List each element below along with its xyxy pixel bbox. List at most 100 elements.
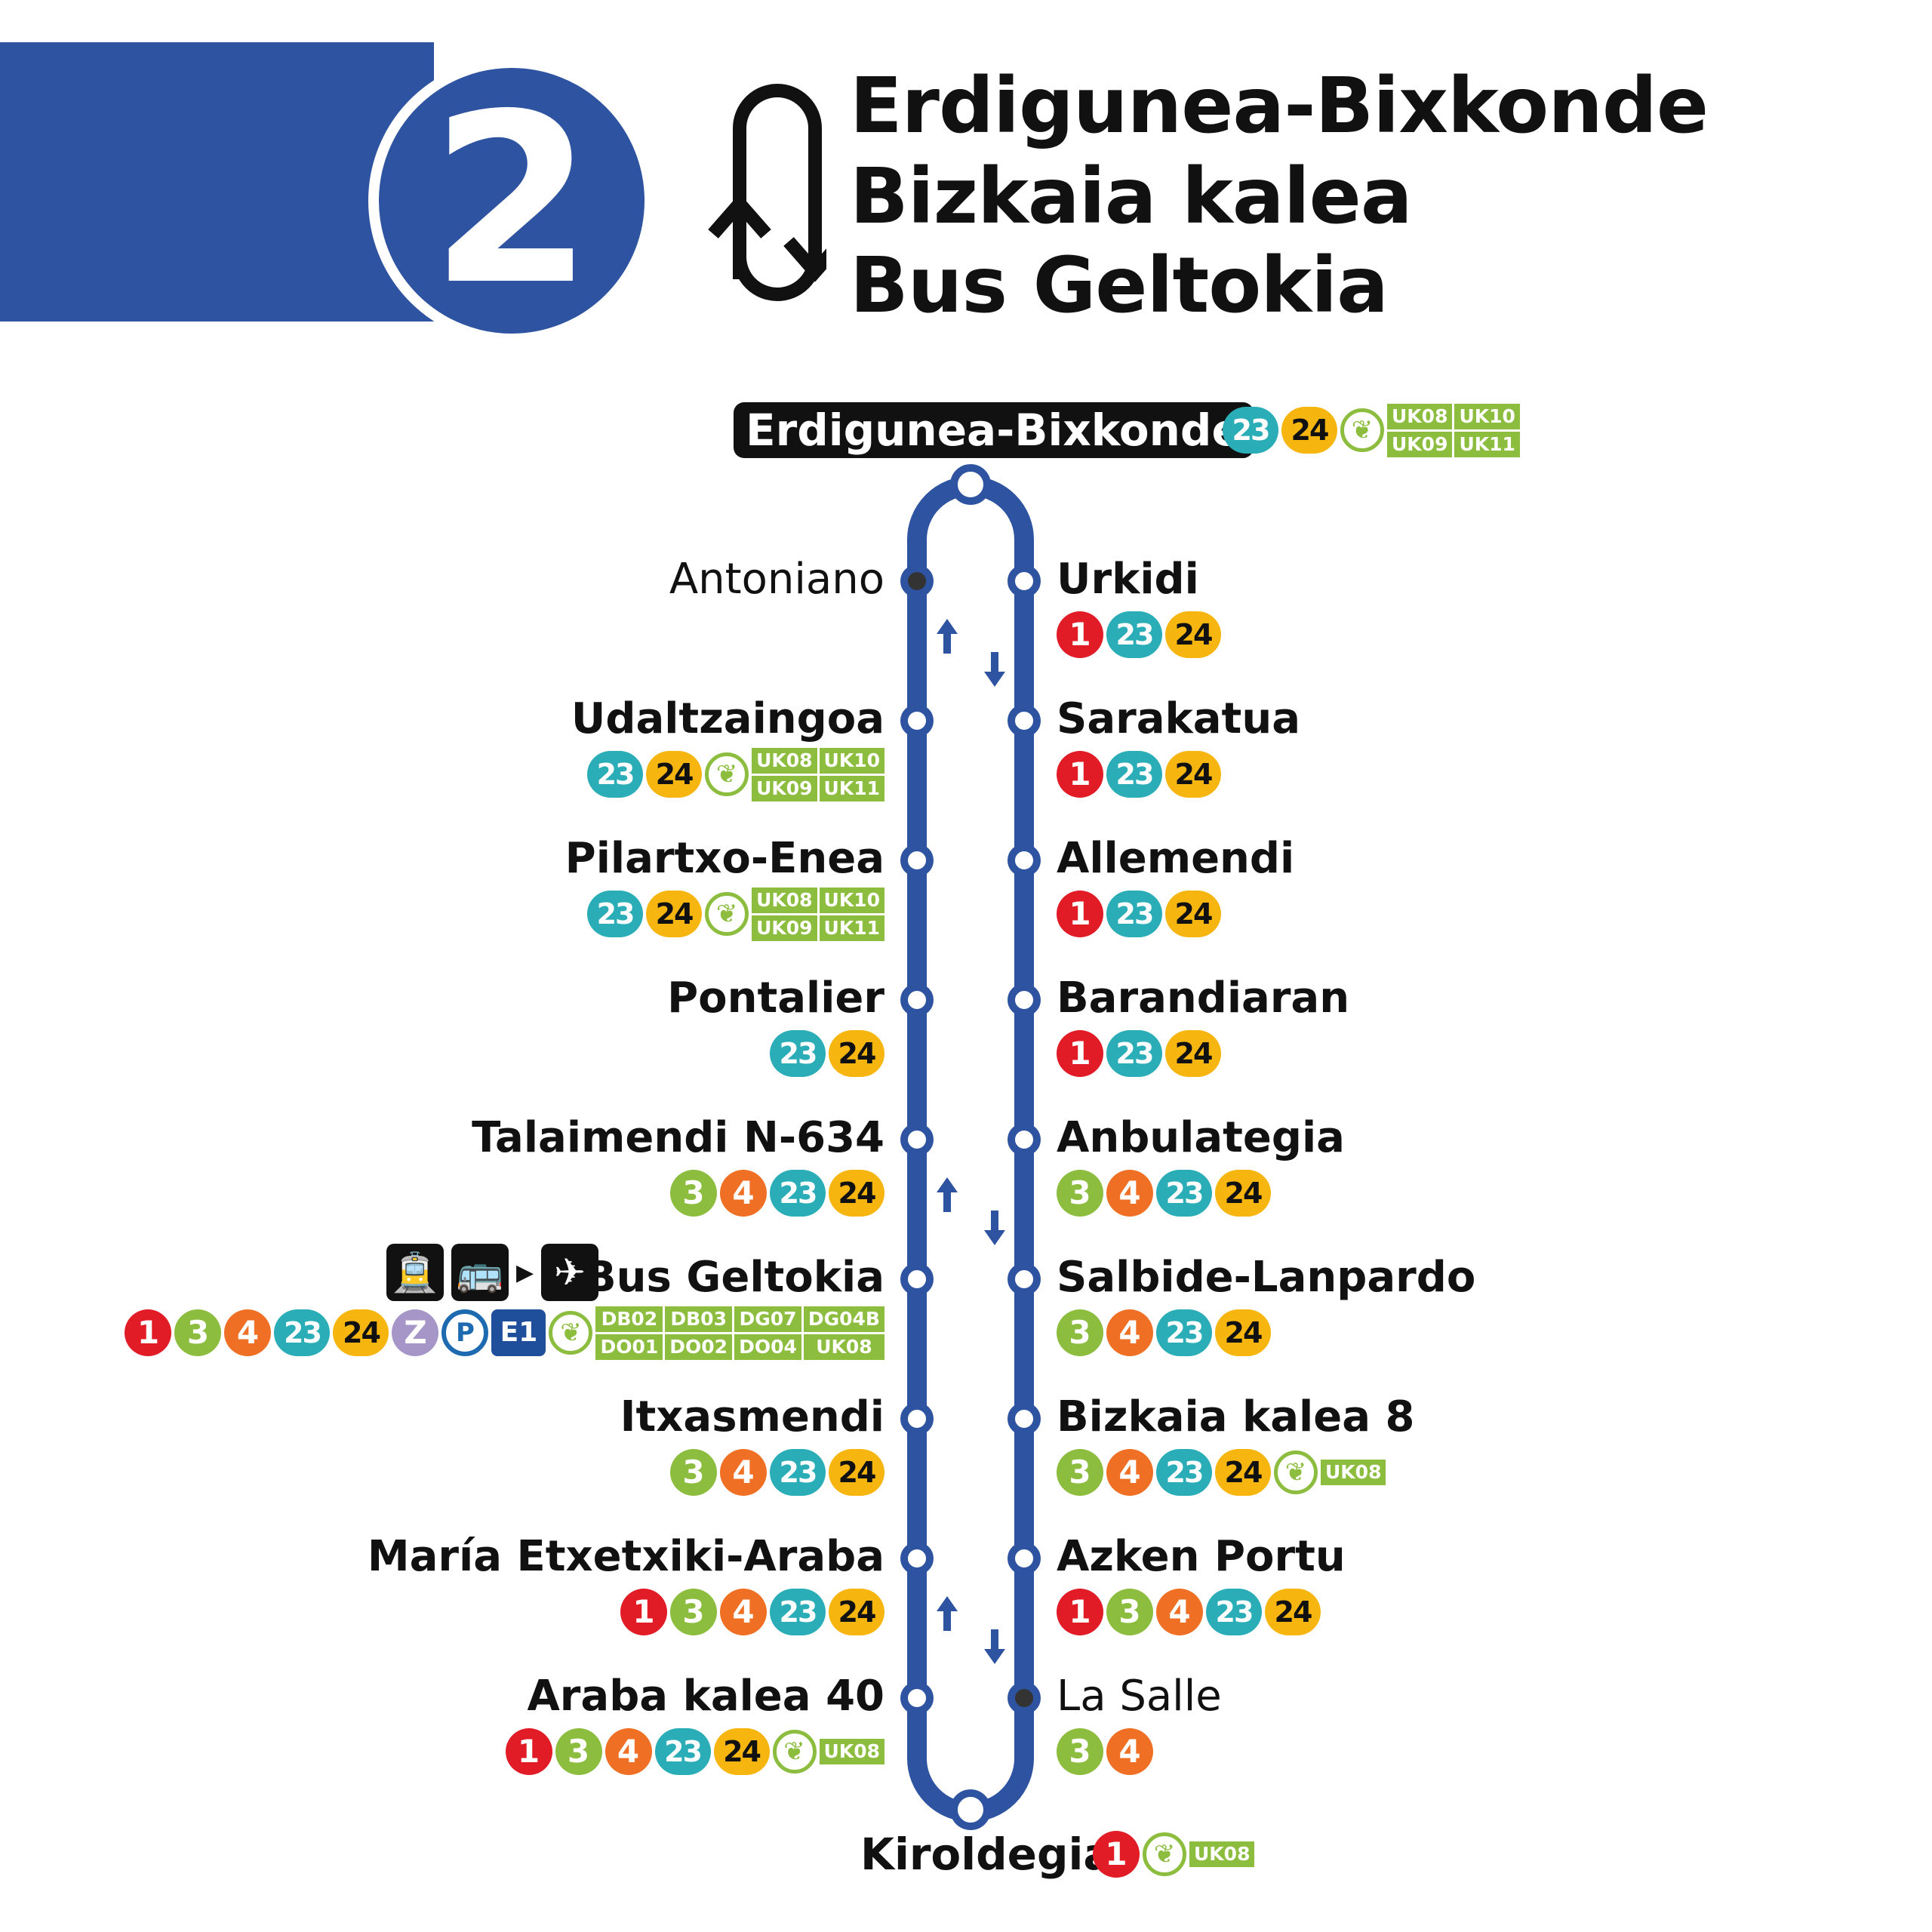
line-number: 2 — [430, 64, 593, 337]
bus-line-badge-23: 23 — [1106, 611, 1162, 658]
bus-line-badge-4: 4 — [1106, 1170, 1153, 1217]
bus-line-badge-1: 1 — [1057, 611, 1103, 658]
bus-line-badge-4: 4 — [1106, 1309, 1153, 1356]
bus-line-badge-24: 24 — [1265, 1589, 1321, 1635]
uk-route-badge: UK08 — [752, 887, 817, 913]
bus-line-badge-24: 24 — [646, 891, 703, 937]
leaf-icon: ❦ — [705, 752, 749, 796]
stop-name: Araba kalea 40 — [527, 1672, 884, 1721]
bus-line-badge-23: 23 — [1206, 1589, 1262, 1635]
bus-line-badge-23: 23 — [587, 891, 644, 937]
bus-line-badge-24: 24 — [1215, 1309, 1271, 1356]
bus-line-badge-3: 3 — [1106, 1589, 1153, 1635]
terminus-top-label: Erdigunea-Bixkonde — [734, 402, 1254, 458]
bus-line-badge-24: 24 — [829, 1449, 884, 1496]
uk-route-badge: UK11 — [819, 915, 884, 941]
direction-arrows — [937, 619, 1005, 1664]
uk-route-badge: DB03 — [665, 1306, 733, 1332]
uk-route-badge: UK10 — [819, 887, 884, 913]
leaf-icon: ❦ — [705, 892, 749, 936]
uk-route-badge: UK08 — [752, 747, 817, 774]
bus-line-badge-24: 24 — [333, 1309, 389, 1356]
stop-name: La Salle — [1057, 1672, 1222, 1721]
bus-line-badge-23: 23 — [1106, 751, 1162, 798]
stop-marker — [900, 704, 934, 737]
bus-line-badge-4: 4 — [1106, 1728, 1153, 1775]
stop-marker — [900, 844, 934, 877]
bus-line-badge-3: 3 — [670, 1589, 717, 1635]
bus-line-badge-3: 3 — [1057, 1728, 1103, 1775]
stop-name: Allemendi — [1057, 834, 1295, 883]
bus-line-badge-1: 1 — [505, 1728, 552, 1775]
bus-line-badge-P: P — [441, 1309, 489, 1356]
bus-line-badge-23: 23 — [1106, 891, 1162, 937]
bus-line-badge-4: 4 — [720, 1449, 767, 1496]
stop-name: Barandiaran — [1057, 974, 1350, 1023]
bus-line-badge-3: 3 — [670, 1449, 717, 1496]
stop-name: María Etxetxiki-Araba — [367, 1532, 884, 1581]
uk-route-badge: UK11 — [819, 775, 884, 801]
bus-line-badge-23: 23 — [1156, 1170, 1212, 1217]
arrow-right-icon: ▶ — [516, 1259, 534, 1286]
bus-line-badge-24: 24 — [1165, 891, 1221, 937]
uk-route-badge: DB02 — [595, 1306, 663, 1332]
bus-line-badge-4: 4 — [1156, 1589, 1203, 1635]
bus-line-badge-4: 4 — [1106, 1449, 1153, 1496]
bus-line-badge-23: 23 — [770, 1589, 826, 1635]
stop-name: Talaimendi N-634 — [472, 1113, 884, 1162]
stop-name: Anbulategia — [1057, 1113, 1345, 1162]
bus-line-badge-24: 24 — [646, 751, 703, 798]
uk-route-badge: UK09 — [752, 915, 817, 941]
stop-marker — [900, 983, 934, 1017]
bus-line-badge-24: 24 — [1165, 1030, 1221, 1077]
stop-name: Azken Portu — [1057, 1532, 1346, 1581]
bus-line-badge-23: 23 — [654, 1728, 711, 1775]
stop-marker — [1008, 1542, 1041, 1575]
bus-line-badge-3: 3 — [555, 1728, 602, 1775]
leaf-icon: ❦ — [1340, 408, 1384, 452]
stop-marker — [900, 1263, 934, 1296]
stop-name: Salbide-Lanpardo — [1057, 1253, 1476, 1302]
uk-route-badge: UK08 — [1321, 1460, 1386, 1485]
connection-icons: 🚊 🚌 ▶ ✈ — [386, 1244, 599, 1301]
uk-route-badge: UK08 — [1387, 403, 1453, 429]
header-band — [0, 42, 434, 321]
loop-direction-icon — [708, 84, 826, 301]
stop-marker — [1008, 1123, 1041, 1156]
bus-line-badge-1: 1 — [1057, 1589, 1103, 1635]
title-line-2: Bizkaia kalea — [850, 152, 1413, 242]
bus-line-badge-1: 1 — [1057, 891, 1103, 937]
stop-marker — [900, 1402, 934, 1435]
uk-route-badge: DO02 — [665, 1334, 733, 1360]
uk-route-badge: UK11 — [1454, 431, 1520, 457]
uk-route-badge: UK10 — [1454, 403, 1520, 429]
leaf-icon: ❦ — [1143, 1832, 1186, 1876]
bus-line-badge-24: 24 — [1215, 1170, 1271, 1217]
bus-line-badge-24: 24 — [829, 1589, 884, 1635]
uk-route-badge: UK08 — [803, 1334, 884, 1360]
bus-line-badge-Z: Z — [392, 1309, 439, 1356]
bus-line-badge-24: 24 — [1165, 751, 1221, 798]
stop-name: Sarakatua — [1057, 694, 1300, 743]
airport-icon: ✈ — [541, 1244, 599, 1301]
uk-route-badge: DO04 — [734, 1334, 801, 1360]
stop-name: Urkidi — [1057, 555, 1199, 604]
stop-name: Bus Geltokia — [584, 1253, 884, 1302]
stop-marker — [1008, 1681, 1041, 1715]
bus-line-badge-4: 4 — [605, 1728, 652, 1775]
stop-name: Pontalier — [667, 974, 884, 1023]
